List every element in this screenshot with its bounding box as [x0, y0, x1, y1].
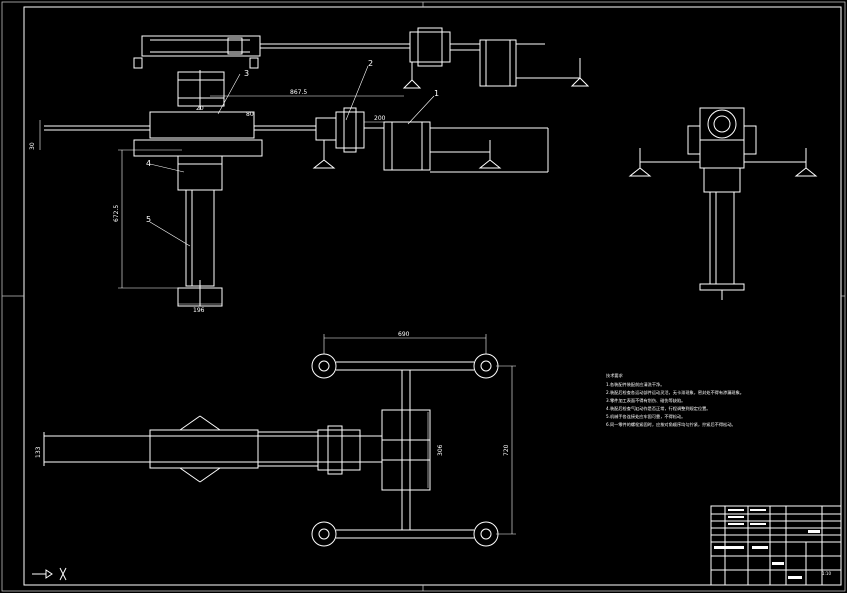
top-view-dimensions: 690 306 720 133: [35, 331, 516, 535]
tech-note-5: 5.机械手各连接处应牢固可靠，不得松动。: [606, 413, 685, 420]
dim-30: 30: [29, 142, 36, 150]
part-label-5: 5: [146, 215, 151, 224]
dim-196: 196: [193, 307, 205, 314]
title-block-scale: 1:10: [822, 571, 831, 576]
tech-notes-title: 技术要求: [606, 372, 624, 379]
tech-note-2: 2.装配后检查各运动部件运动灵活，无卡滞现象，密封处不得有渗漏现象。: [606, 389, 744, 396]
front-view: [44, 27, 590, 307]
part-label-2: 2: [368, 59, 373, 68]
part-label-3: 3: [244, 69, 249, 78]
tech-note-4: 4.装配后检查气缸动作是否正常，行程调整到规定位置。: [606, 405, 711, 412]
part-callouts: 3 2 1 4 5: [146, 59, 439, 247]
title-block: 1:10: [710, 505, 842, 586]
front-view-dimensions: 867.5 200 30 20 80 672.5 196: [29, 89, 424, 314]
part-label-1: 1: [434, 89, 439, 98]
dim-306: 306: [437, 444, 444, 456]
dim-867-5: 867.5: [290, 89, 307, 96]
dim-20: 20: [196, 105, 204, 112]
dim-80: 80: [246, 111, 254, 118]
tech-note-6: 6.同一零件的螺栓紧固时，应按对角顺序均匀拧紧，拧紧后不得松动。: [606, 421, 736, 428]
orientation-mark: [32, 567, 67, 581]
dim-672-5: 672.5: [113, 205, 120, 222]
part-label-4: 4: [146, 159, 151, 168]
dim-720: 720: [503, 444, 510, 456]
technical-notes: 技术要求 1.各装配件装配前应清洗干净。 2.装配后检查各运动部件运动灵活，无卡…: [606, 372, 744, 428]
dim-200: 200: [374, 115, 386, 122]
tech-note-3: 3.零件加工表面不得有划伤、碰伤等缺陷。: [606, 397, 685, 404]
tech-note-1: 1.各装配件装配前应清洗干净。: [606, 381, 664, 388]
dim-690: 690: [398, 331, 410, 338]
top-view: [43, 353, 499, 547]
dim-133: 133: [35, 446, 42, 458]
side-view: [628, 107, 818, 300]
